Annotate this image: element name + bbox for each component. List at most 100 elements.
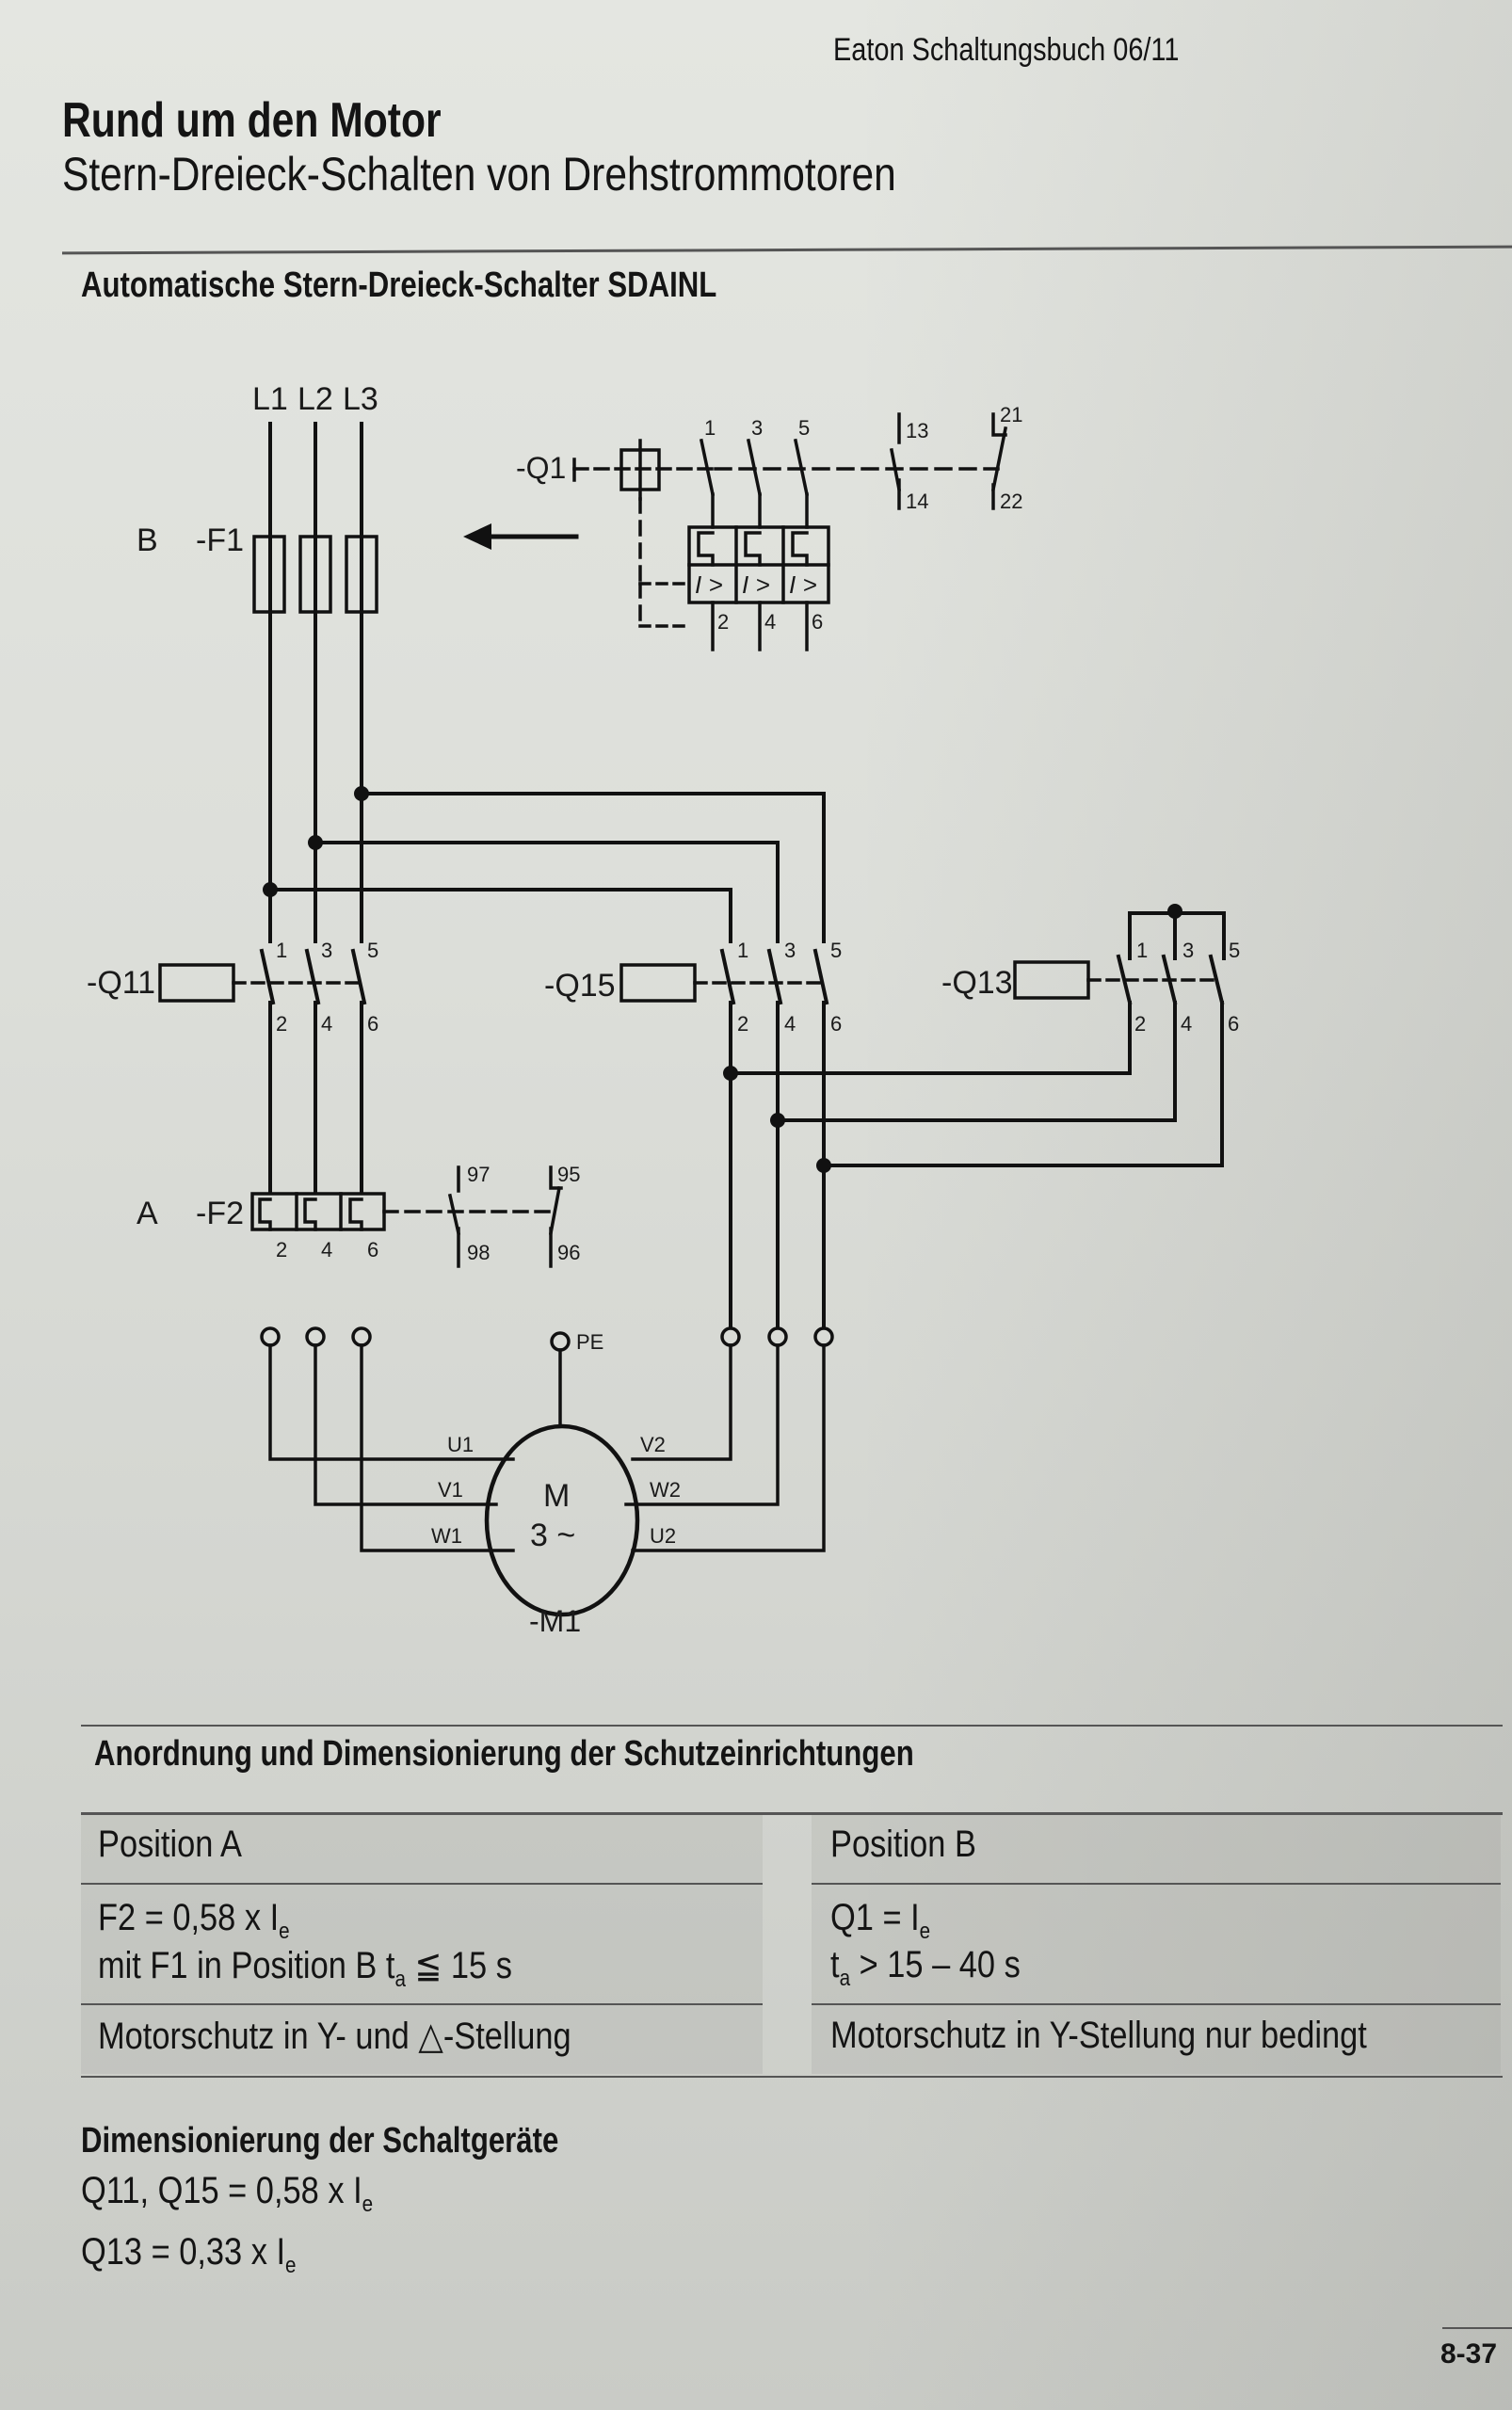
position-b-condition: ta > 15 – 40 s <box>830 1944 1021 1992</box>
contactor-q11: -Q11 1 3 5 2 4 6 <box>87 939 378 1226</box>
terminal-label: 95 <box>557 1163 580 1186</box>
branch-wires-to-q15 <box>263 786 826 943</box>
pe-label: PE <box>576 1330 603 1354</box>
subscript: e <box>285 2253 297 2278</box>
motor-symbol: 3 ~ <box>530 1518 575 1553</box>
position-b-formula: Q1 = Ie <box>830 1897 930 1945</box>
terminal-label: 2 <box>276 1238 287 1261</box>
formula-text: F2 = 0,58 x I <box>98 1897 280 1938</box>
terminal-label: 13 <box>906 419 928 442</box>
terminal-label: W2 <box>650 1478 681 1502</box>
arrow-left-icon <box>463 523 579 550</box>
condition-text: > 15 – 40 s <box>850 1944 1021 1985</box>
position-a-label: A <box>137 1196 158 1231</box>
section-title: Automatische Stern-Dreieck-Schalter SDAI… <box>81 265 717 305</box>
page-subtitle: Stern-Dreieck-Schalten von Drehstrommoto… <box>62 148 896 201</box>
contactor-q15: -Q15 1 3 5 2 4 6 <box>544 939 842 1339</box>
motor-terminals: PE <box>260 1326 834 1552</box>
terminal-label: 97 <box>467 1163 490 1186</box>
terminal-label: 4 <box>784 1012 796 1036</box>
table-row-rule <box>81 2003 763 2005</box>
phase-label-l2: L2 <box>298 381 333 417</box>
table-header-rule <box>81 1812 1503 1815</box>
subscript: e <box>279 1919 290 1944</box>
trip-symbol: I > <box>742 570 770 599</box>
terminal-label: V2 <box>640 1433 666 1456</box>
terminal-label: 6 <box>367 1012 378 1036</box>
subscript: e <box>919 1919 931 1944</box>
phase-label-l1: L1 <box>252 381 288 417</box>
fuse-f1 <box>252 535 378 614</box>
terminal-label: 1 <box>737 939 748 962</box>
page-title: Rund um den Motor <box>62 93 442 148</box>
table-row-rule <box>81 1883 763 1885</box>
terminal-label: 1 <box>704 416 716 440</box>
trip-symbol: I > <box>789 570 817 599</box>
subscript: e <box>362 2192 374 2217</box>
terminal-label: 3 <box>321 939 332 962</box>
breaker-label: -Q1 <box>516 451 566 485</box>
phase-lines <box>268 422 363 943</box>
terminal-label: 6 <box>367 1238 378 1261</box>
dimensioning-q11-q15: Q11, Q15 = 0,58 x Ie <box>81 2170 373 2218</box>
terminal-label: 2 <box>717 610 729 634</box>
dimensioning-title: Dimensionierung der Schaltgeräte <box>81 2121 559 2161</box>
formula-text: Q11, Q15 = 0,58 x I <box>81 2170 362 2211</box>
subscript: a <box>394 1967 406 1992</box>
terminal-label: 2 <box>737 1012 748 1036</box>
table-title: Anordnung und Dimensionierung der Schutz… <box>94 1734 914 1774</box>
position-b-label: B <box>137 522 158 558</box>
terminal-label: 4 <box>764 610 776 634</box>
terminal-label: 1 <box>1136 939 1148 962</box>
position-a-formula: F2 = 0,58 x Ie <box>98 1897 290 1945</box>
terminal-label: 4 <box>321 1238 332 1261</box>
terminal-label: 2 <box>276 1012 287 1036</box>
terminal-label: 5 <box>1229 939 1240 962</box>
terminal-label: 98 <box>467 1241 490 1264</box>
formula-text: Q13 = 0,33 x I <box>81 2231 286 2273</box>
motor-symbol: M <box>543 1478 570 1514</box>
position-b-footer: Motorschutz in Y-Stellung nur bedingt <box>830 2015 1367 2056</box>
dimensioning-q13: Q13 = 0,33 x Ie <box>81 2231 297 2279</box>
position-a-footer: Motorschutz in Y- und △-Stellung <box>98 2016 571 2057</box>
terminal-label: 6 <box>812 610 823 634</box>
condition-text: t <box>830 1944 840 1985</box>
overload-relay-f2: A -F2 2 4 6 97 98 95 96 <box>137 1163 580 1268</box>
terminal-label: 96 <box>557 1241 580 1264</box>
terminal-label: U2 <box>650 1524 676 1548</box>
terminal-label: 5 <box>798 416 810 440</box>
fuse-label: -F1 <box>196 522 244 558</box>
table-bottom-rule <box>81 2076 1503 2078</box>
breaker-q1: -Q1 1 3 5 I > I > I > 2 4 6 13 <box>516 403 1022 651</box>
table-row-rule <box>812 2003 1501 2005</box>
terminal-label: 1 <box>276 939 287 962</box>
book-title: Eaton Schaltungsbuch 06/11 <box>833 32 1180 68</box>
condition-text: ≦ 15 s <box>405 1945 512 1986</box>
terminal-label: 14 <box>906 490 928 513</box>
table-header-position-b: Position B <box>830 1824 976 1865</box>
terminal-label: 21 <box>1000 403 1022 426</box>
trip-symbol: I > <box>695 570 723 599</box>
overload-label: -F2 <box>196 1196 244 1231</box>
terminal-label: 2 <box>1134 1012 1146 1036</box>
position-a-condition: mit F1 in Position B ta ≦ 15 s <box>98 1944 512 1993</box>
table-row-rule <box>812 1883 1501 1885</box>
circuit-diagram: L1 L2 L3 B -F1 -Q1 1 3 5 <box>87 381 1240 1638</box>
terminal-label: 4 <box>1181 1012 1192 1036</box>
table-cell-position-a <box>81 1815 763 2074</box>
contactor-label: -Q13 <box>941 965 1013 1001</box>
motor-label: -M1 <box>529 1604 581 1638</box>
table-cell-position-b <box>812 1815 1501 2074</box>
table-top-rule <box>81 1725 1503 1727</box>
terminal-label: V1 <box>438 1478 463 1502</box>
terminal-label: 5 <box>830 939 842 962</box>
terminal-label: 22 <box>1000 490 1022 513</box>
page-shadow <box>853 0 1512 2410</box>
terminal-label: 6 <box>1228 1012 1239 1036</box>
phase-label-l3: L3 <box>343 381 378 417</box>
subscript: a <box>839 1966 851 1991</box>
terminal-label: 3 <box>751 416 763 440</box>
condition-text: mit F1 in Position B t <box>98 1945 395 1986</box>
terminal-label: 4 <box>321 1012 332 1036</box>
page-number: 8-37 <box>1440 2338 1498 2370</box>
